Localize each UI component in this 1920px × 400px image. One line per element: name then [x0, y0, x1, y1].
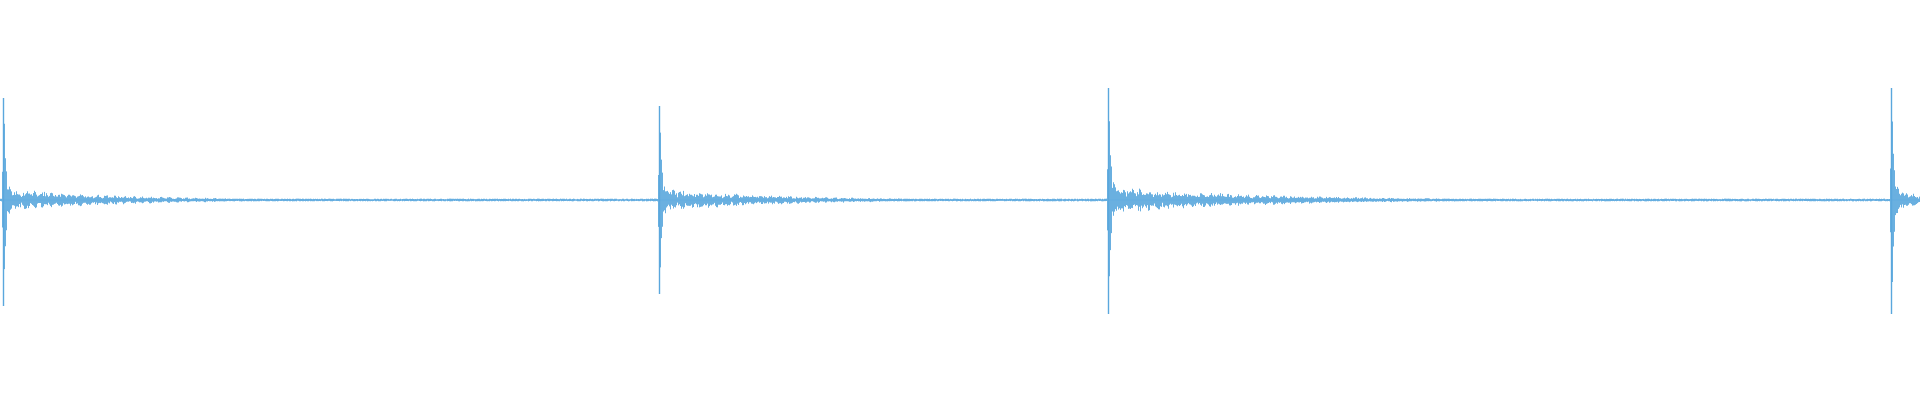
waveform-envelope [0, 95, 1920, 314]
waveform-samples [0, 88, 1920, 314]
